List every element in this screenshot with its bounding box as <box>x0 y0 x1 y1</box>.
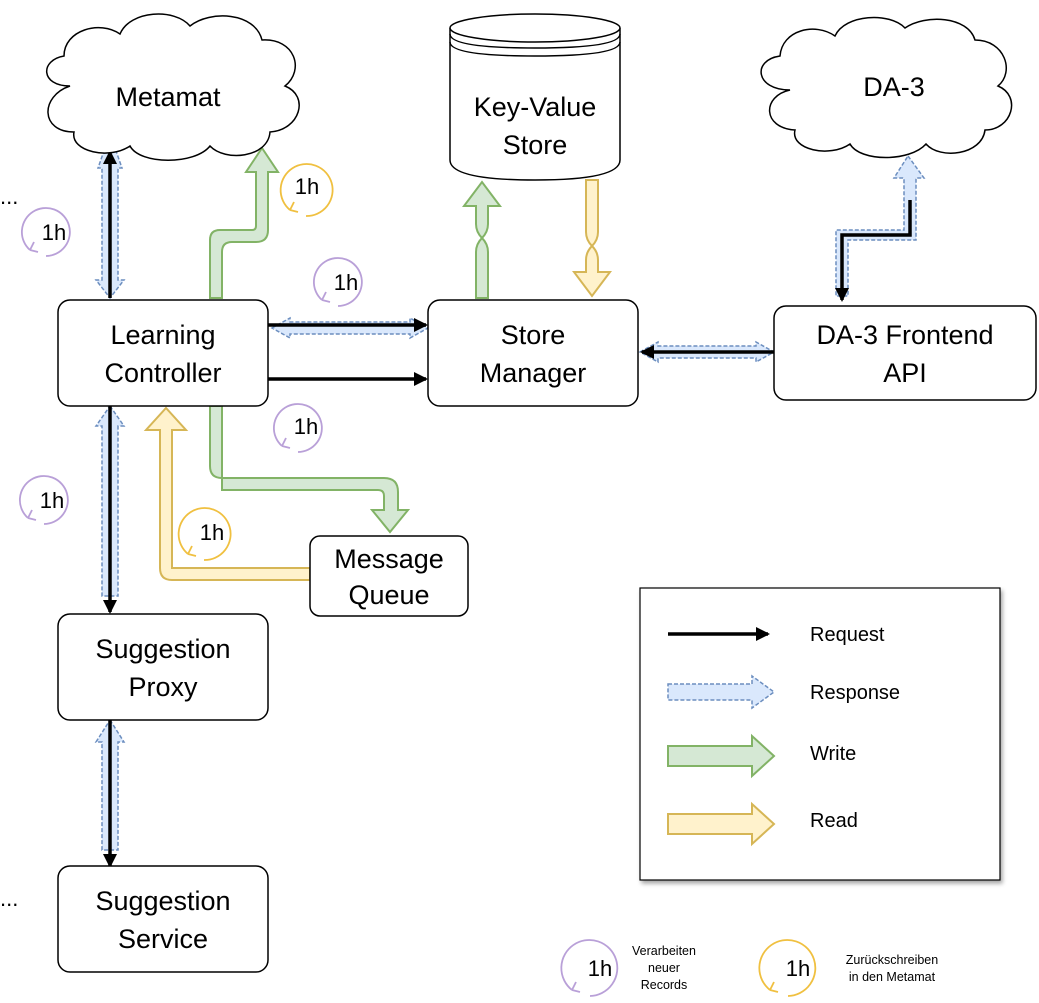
legend-read-swatch <box>667 801 776 847</box>
metamat-node: Metamat <box>46 13 300 161</box>
request-arrow-da3-api <box>835 200 912 302</box>
legend-write-label: Write <box>810 743 856 765</box>
key-orange-line-2: in den Metamat <box>849 970 936 984</box>
timer-badge-purple-sp: 1h <box>18 475 69 525</box>
metamat-label: Metamat <box>115 82 221 112</box>
kv-store-label-2: Store <box>503 130 568 160</box>
key-orange-badge-label: 1h <box>786 956 810 981</box>
message-queue-label-1: Message <box>334 544 444 574</box>
timer-badge-label: 1h <box>40 488 64 513</box>
suggestion-proxy-label-2: Proxy <box>128 672 198 702</box>
key-purple-line-2: neuer <box>648 961 680 975</box>
da3-frontend-api-label-1: DA-3 Frontend <box>816 320 993 350</box>
da3-frontend-api-node: DA-3 Frontend API <box>773 305 1037 401</box>
suggestion-service-node: Suggestion Service <box>57 865 269 973</box>
suggestion-service-label-2: Service <box>118 924 208 954</box>
key-purple-line-1: Verarbeiten <box>632 944 696 958</box>
timer-badge-orange-mq: 1h <box>177 507 232 561</box>
response-arrow-lc-sm <box>270 316 430 340</box>
kv-store-label-1: Key-Value <box>474 92 597 122</box>
timer-badge-purple-lc-mq: 1h <box>272 403 323 453</box>
timer-badge-label: 1h <box>334 270 358 295</box>
timer-badge-label: 1h <box>294 414 318 439</box>
legend-response-label: Response <box>810 682 900 704</box>
suggestion-service-label-1: Suggestion <box>95 886 230 916</box>
read-arrow-kv-sm <box>572 179 612 298</box>
legend: Request Response Write Read <box>639 587 1001 881</box>
write-arrow-sm-kv <box>462 180 502 299</box>
offscreen-marker-bottom: ... <box>0 886 18 911</box>
timer-badge-orange-metamat: 1h <box>279 163 334 217</box>
timer-badge-purple-lc-sm: 1h <box>312 257 363 307</box>
key-purple-line-3: Records <box>641 978 688 992</box>
key-orange: 1h Zurückschreiben in den Metamat <box>758 939 938 997</box>
suggestion-proxy-label-1: Suggestion <box>95 634 230 664</box>
suggestion-proxy-node: Suggestion Proxy <box>57 613 269 721</box>
timer-badge-purple-metamat: 1h <box>20 207 71 257</box>
message-queue-label-2: Queue <box>348 580 429 610</box>
legend-write-swatch <box>667 733 776 779</box>
legend-request-label: Request <box>810 624 885 646</box>
response-arrow-da3-api <box>835 154 926 297</box>
message-queue-node: Message Queue <box>309 535 469 617</box>
learning-controller-label-2: Controller <box>104 358 221 388</box>
store-manager-label-1: Store <box>501 320 566 350</box>
write-arrow-lc-mq <box>209 405 411 534</box>
key-orange-line-1: Zurückschreiben <box>846 953 938 967</box>
store-manager-label-2: Manager <box>480 358 587 388</box>
key-purple-badge-label: 1h <box>588 956 612 981</box>
timer-badge-label: 1h <box>200 520 224 545</box>
write-arrow-lc-metamat <box>209 146 280 299</box>
timer-badge-label: 1h <box>42 220 66 245</box>
timer-badge-label: 1h <box>295 174 319 199</box>
store-manager-node: Store Manager <box>427 299 639 407</box>
da3-frontend-api-label-2: API <box>883 358 927 388</box>
da3-node: DA-3 <box>760 16 1013 159</box>
learning-controller-node: Learning Controller <box>57 299 269 407</box>
key-purple: 1h Verarbeiten neuer Records <box>560 939 696 997</box>
learning-controller-label-1: Learning <box>110 320 215 350</box>
read-arrow-mq-lc <box>143 406 311 581</box>
da3-label: DA-3 <box>863 72 925 102</box>
legend-response-swatch <box>667 674 776 710</box>
legend-read-label: Read <box>810 810 858 832</box>
offscreen-marker-top: ... <box>0 184 18 209</box>
kv-store-node: Key-Value Store <box>449 13 621 181</box>
